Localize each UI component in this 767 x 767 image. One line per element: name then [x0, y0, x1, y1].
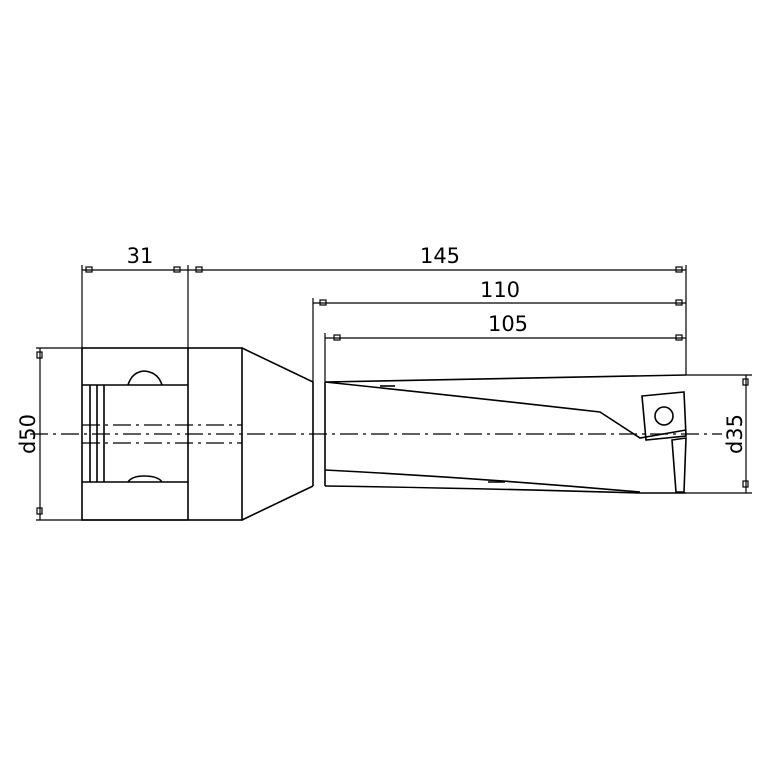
dimension-flute-length: 110: [312, 278, 686, 382]
dimension-drill-diameter: d35: [686, 374, 752, 494]
dimension-overall-length: 145: [188, 244, 687, 375]
dim-label-d35: d35: [723, 414, 747, 454]
drill-flute-body: [324, 374, 687, 494]
dimension-shank-length: 31: [81, 244, 189, 350]
dim-label-110: 110: [480, 278, 520, 302]
dimension-drilling-depth: 105: [324, 312, 686, 382]
cutting-insert: [641, 391, 687, 493]
dim-label-31: 31: [127, 244, 154, 268]
dim-label-105: 105: [488, 312, 528, 336]
dim-label-145: 145: [420, 244, 460, 268]
